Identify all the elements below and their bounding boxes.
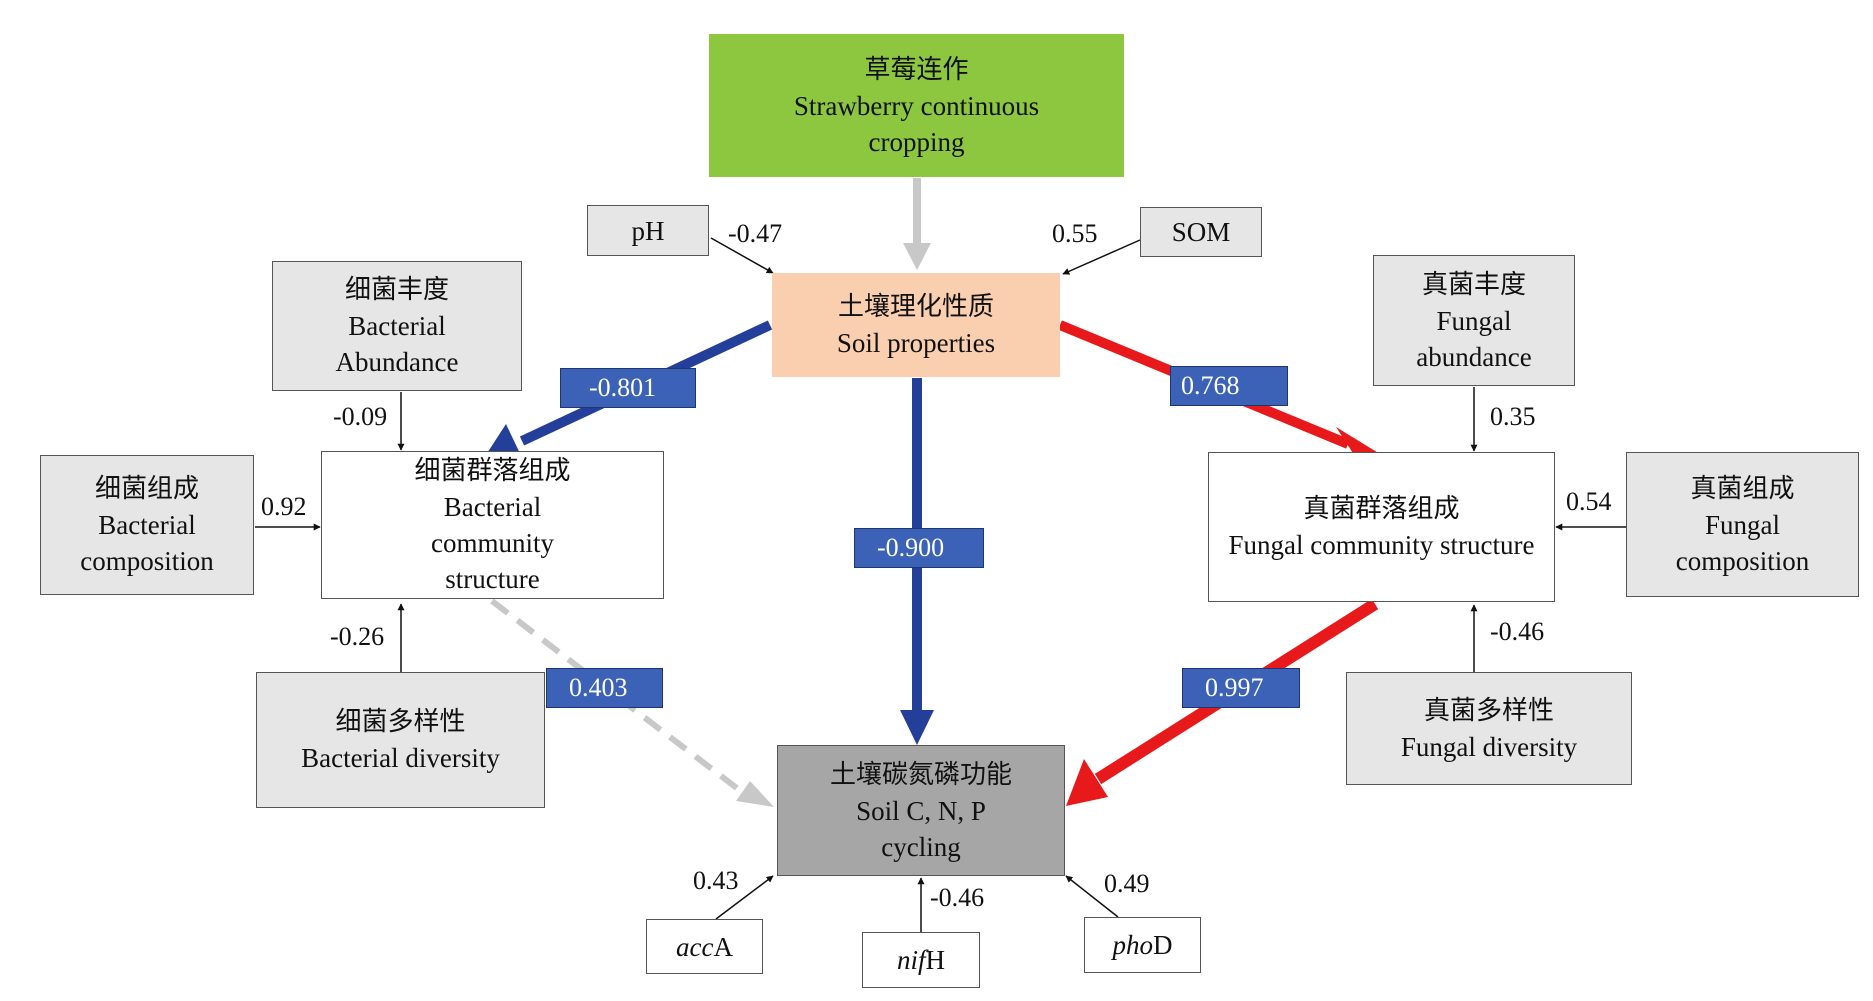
arrowhead-strawberry-to-soil [903, 243, 931, 270]
bacterial-composition-box: 细菌组成 Bacterial composition [40, 455, 254, 595]
nifh-coefficient: -0.46 [930, 883, 985, 912]
bacterial-diversity-zh: 细菌多样性 [335, 707, 466, 737]
phod-label: phoD [1113, 927, 1173, 963]
fungal-abundance-en-line1: Fungal [1436, 305, 1512, 336]
fungal-diversity-zh: 真菌多样性 [1423, 695, 1554, 726]
acca-italic: acc [676, 931, 714, 962]
ph-box: pH [587, 205, 709, 256]
bacterial-composition-en-line1: Bacterial [98, 510, 196, 540]
fungal-diversity-coefficient: -0.46 [1490, 617, 1545, 646]
path-coef-soil-to-fungal: 0.768 [1170, 366, 1288, 406]
strawberry-cropping-en-line1: Strawberry continuous [793, 90, 1040, 121]
soil-cycling-zh: 土壤碳氮磷功能 [829, 759, 1012, 790]
arrow-bacterial-to-cycling [490, 598, 744, 795]
fungal-community-zh: 真菌群落组成 [1303, 494, 1460, 524]
bacterial-diversity-coefficient: -0.26 [330, 622, 385, 651]
nifh-label: nifH [897, 942, 945, 978]
ph-label: pH [631, 215, 665, 246]
bacterial-composition-zh: 细菌组成 [94, 474, 199, 504]
strawberry-cropping-en-line2: cropping [868, 126, 965, 157]
arrow-ph [710, 237, 774, 274]
phod-box: phoD [1084, 917, 1201, 973]
acca-box: accA [646, 919, 763, 974]
fungal-composition-en-line2: composition [1675, 545, 1810, 576]
bacterial-community-en-line1: Bacterial [443, 492, 542, 522]
bacterial-abundance-en-line2: Abundance [335, 347, 459, 377]
fungal-abundance-zh: 真菌丰度 [1421, 269, 1526, 300]
acca-label: accA [676, 929, 733, 965]
path-coef-fungal-to-cycling: 0.997 [1182, 668, 1300, 708]
path-coef-bacterial-to-cycling: 0.403 [546, 668, 663, 708]
acca-plain: A [713, 931, 733, 962]
fungal-abundance-coefficient: 0.35 [1490, 402, 1536, 431]
bacterial-abundance-coefficient: -0.09 [333, 402, 388, 431]
bacterial-abundance-box: 细菌丰度 Bacterial Abundance [272, 261, 522, 391]
soil-properties-en: Soil properties [836, 328, 996, 358]
nifh-plain: H [925, 945, 946, 975]
nifh-box: nifH [862, 932, 980, 988]
fungal-composition-coefficient: 0.54 [1566, 487, 1612, 516]
acca-coefficient: 0.43 [693, 866, 739, 895]
soil-properties-box: 土壤理化性质 Soil properties [772, 273, 1060, 377]
bacterial-composition-coefficient: 0.92 [261, 492, 307, 521]
fungal-diversity-en: Fungal diversity [1400, 731, 1578, 762]
soil-cycling-en-line2: cycling [881, 831, 961, 862]
som-label: SOM [1171, 217, 1231, 247]
soil-cycling-box: 土壤碳氮磷功能 Soil C, N, P cycling [777, 745, 1065, 876]
phod-italic: pho [1112, 930, 1154, 960]
arrow-phod [1065, 875, 1119, 918]
arrow-acca [715, 875, 774, 920]
fungal-community-en: Fungal community structure [1228, 530, 1535, 560]
phod-coefficient: 0.49 [1104, 869, 1150, 898]
fungal-abundance-en-line2: abundance [1416, 341, 1532, 372]
fungal-composition-box: 真菌组成 Fungal composition [1626, 452, 1859, 597]
bacterial-composition-en-line2: composition [80, 546, 214, 576]
bacterial-abundance-zh: 细菌丰度 [344, 275, 449, 305]
nifh-italic: nif [896, 945, 926, 975]
path-coef-soil-to-bacterial: -0.801 [560, 368, 696, 408]
fungal-abundance-box: 真菌丰度 Fungal abundance [1373, 255, 1575, 386]
bacterial-community-box: 细菌群落组成 Bacterial community structure [321, 451, 664, 599]
fungal-diversity-box: 真菌多样性 Fungal diversity [1346, 672, 1632, 785]
soil-cycling-en-line1: Soil C, N, P [856, 795, 986, 826]
fungal-community-box: 真菌群落组成 Fungal community structure [1208, 452, 1555, 602]
som-box: SOM [1140, 207, 1262, 257]
ph-coefficient: -0.47 [728, 219, 783, 248]
bacterial-abundance-en-line1: Bacterial [348, 311, 446, 341]
som-coefficient: 0.55 [1052, 219, 1098, 248]
bacterial-diversity-box: 细菌多样性 Bacterial diversity [256, 672, 545, 808]
bacterial-diversity-en: Bacterial diversity [301, 743, 500, 773]
path-coef-soil-to-cycling: -0.900 [854, 528, 984, 568]
arrow-som [1062, 239, 1141, 275]
bacterial-community-zh: 细菌群落组成 [414, 456, 571, 486]
arrowhead-fungal-to-cycling [1066, 759, 1108, 806]
bacterial-community-en-line3: structure [445, 564, 540, 594]
soil-properties-zh: 土壤理化性质 [837, 292, 994, 322]
strawberry-cropping-box: 草莓连作 Strawberry continuous cropping [709, 34, 1124, 177]
arrowhead-bacterial-to-cycling [736, 781, 774, 807]
fungal-composition-en-line1: Fungal [1704, 509, 1780, 540]
arrowhead-soil-to-cycling [900, 710, 934, 745]
fungal-composition-zh: 真菌组成 [1690, 473, 1795, 504]
strawberry-cropping-zh: 草莓连作 [864, 54, 969, 85]
phod-plain: D [1153, 930, 1173, 960]
bacterial-community-en-line2: community [431, 528, 554, 558]
